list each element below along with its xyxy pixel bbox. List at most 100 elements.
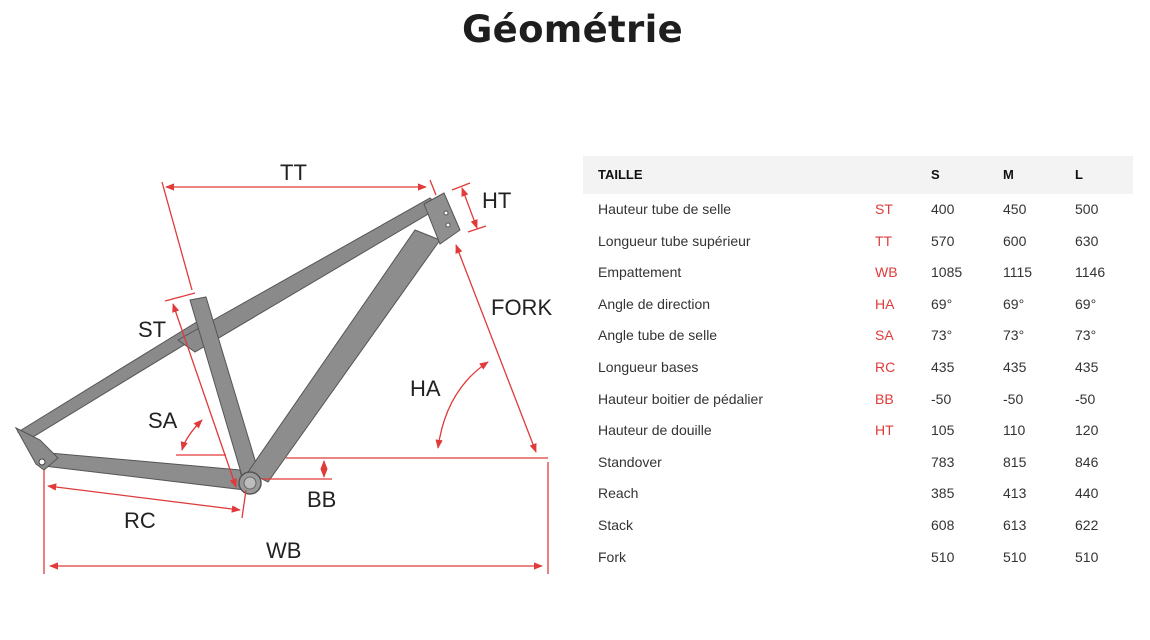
table-row: Reach 385 413 440 bbox=[583, 478, 1133, 510]
row-label: Hauteur boitier de pédalier bbox=[598, 390, 763, 407]
rc-dimension bbox=[47, 483, 241, 513]
value-l: 1146 bbox=[1075, 264, 1106, 281]
value-l: 510 bbox=[1075, 548, 1099, 565]
tt-dimension bbox=[161, 179, 437, 291]
wb-label: WB bbox=[266, 538, 301, 563]
row-code: SA bbox=[875, 327, 894, 344]
row-code: WB bbox=[875, 264, 898, 281]
table-row: Fork 510 510 510 bbox=[583, 542, 1133, 574]
value-m: 510 bbox=[1003, 548, 1027, 565]
row-label: Stack bbox=[598, 516, 634, 533]
dropout-axle bbox=[38, 458, 46, 466]
wb-dimension bbox=[43, 462, 549, 574]
dropout bbox=[14, 426, 59, 471]
value-s: 69° bbox=[931, 295, 953, 312]
table-row: Stack 608 613 622 bbox=[583, 510, 1133, 542]
value-s: 385 bbox=[931, 485, 955, 502]
head-tube bbox=[423, 192, 461, 245]
value-l: 120 bbox=[1075, 422, 1099, 439]
value-l: 622 bbox=[1075, 516, 1099, 533]
row-label: Empattement bbox=[598, 264, 682, 281]
table-row: Angle de direction HA 69° 69° 69° bbox=[583, 289, 1133, 321]
value-l: 69° bbox=[1075, 295, 1097, 312]
value-s: 435 bbox=[931, 358, 955, 375]
bb-label: BB bbox=[307, 487, 336, 512]
table-row: Longueur tube supérieur TT 570 600 630 bbox=[583, 226, 1133, 258]
value-l: -50 bbox=[1075, 390, 1096, 407]
row-label: Longueur bases bbox=[598, 358, 699, 375]
value-m: 69° bbox=[1003, 295, 1025, 312]
tt-label: TT bbox=[280, 160, 307, 185]
fork-dimension bbox=[455, 244, 537, 453]
value-s: 570 bbox=[931, 232, 955, 249]
row-code: RC bbox=[875, 358, 896, 375]
value-s: 608 bbox=[931, 516, 955, 533]
header-l: L bbox=[1075, 167, 1083, 182]
value-m: 613 bbox=[1003, 516, 1027, 533]
seat-stay bbox=[17, 314, 216, 441]
row-label: Reach bbox=[598, 485, 639, 502]
value-s: 400 bbox=[931, 201, 955, 217]
value-m: 815 bbox=[1003, 453, 1027, 470]
value-m: -50 bbox=[1003, 390, 1024, 407]
row-code: HA bbox=[875, 295, 895, 312]
row-label: Hauteur de douille bbox=[598, 422, 712, 439]
row-label: Hauteur tube de selle bbox=[598, 201, 732, 217]
table-row: Standover 783 815 846 bbox=[583, 447, 1133, 479]
value-m: 110 bbox=[1003, 422, 1026, 439]
value-m: 413 bbox=[1003, 485, 1027, 502]
rc-label: RC bbox=[124, 508, 156, 533]
value-l: 435 bbox=[1075, 358, 1099, 375]
value-m: 600 bbox=[1003, 232, 1027, 249]
geometry-table: TAILLE S M L Hauteur tube de selle ST 400 4… bbox=[583, 156, 1133, 573]
row-label: Angle de direction bbox=[598, 295, 711, 312]
ha-arc bbox=[435, 361, 489, 449]
chain-stay bbox=[37, 451, 246, 491]
down-tube bbox=[247, 229, 441, 483]
value-s: 105 bbox=[931, 422, 955, 439]
value-l: 73° bbox=[1075, 327, 1097, 344]
value-m: 73° bbox=[1003, 327, 1025, 344]
row-code: ST bbox=[875, 201, 893, 217]
row-label: Standover bbox=[598, 453, 662, 470]
value-s: 783 bbox=[931, 453, 955, 470]
header-s: S bbox=[931, 167, 940, 182]
value-m: 450 bbox=[1003, 201, 1027, 217]
value-s: 73° bbox=[931, 327, 953, 344]
sa-label: SA bbox=[148, 408, 178, 433]
value-m: 1115 bbox=[1003, 264, 1033, 281]
row-label: Angle tube de selle bbox=[598, 327, 718, 344]
st-label: ST bbox=[138, 317, 166, 342]
fork-label: FORK bbox=[491, 295, 552, 320]
bike-frame bbox=[14, 192, 461, 495]
row-code: BB bbox=[875, 390, 894, 407]
row-code: TT bbox=[875, 232, 893, 249]
sa-arc bbox=[180, 419, 203, 451]
table-row: Angle tube de selle SA 73° 73° 73° bbox=[583, 320, 1133, 352]
row-code: HT bbox=[875, 422, 894, 439]
value-s: -50 bbox=[931, 390, 952, 407]
st-dimension bbox=[164, 292, 237, 488]
value-l: 630 bbox=[1075, 232, 1099, 249]
table-row: Longueur bases RC 435 435 435 bbox=[583, 352, 1133, 384]
frame-geometry-diagram: TT HT FORK ST SA HA BB RC WB bbox=[14, 160, 552, 574]
page-title: Géométrie bbox=[462, 8, 683, 51]
table-row: Hauteur de douille HT 105 110 120 bbox=[583, 415, 1133, 447]
table-row: Hauteur boitier de pédalier BB -50 -50 -50 bbox=[583, 384, 1133, 416]
value-s: 1085 bbox=[931, 264, 963, 281]
ht-label: HT bbox=[482, 188, 511, 213]
row-label: Fork bbox=[598, 548, 626, 565]
value-s: 510 bbox=[931, 548, 955, 565]
table-header: TAILLE S M L bbox=[583, 156, 1133, 194]
ha-label: HA bbox=[410, 376, 441, 401]
value-m: 435 bbox=[1003, 358, 1027, 375]
table-row: Empattement WB 1085 1115 1146 bbox=[583, 257, 1133, 289]
ht-dimension bbox=[451, 182, 487, 233]
header-m: M bbox=[1003, 167, 1014, 182]
header-size: TAILLE bbox=[598, 167, 643, 182]
value-l: 846 bbox=[1075, 453, 1099, 470]
value-l: 440 bbox=[1075, 485, 1099, 502]
row-label: Longueur tube supérieur bbox=[598, 232, 751, 249]
